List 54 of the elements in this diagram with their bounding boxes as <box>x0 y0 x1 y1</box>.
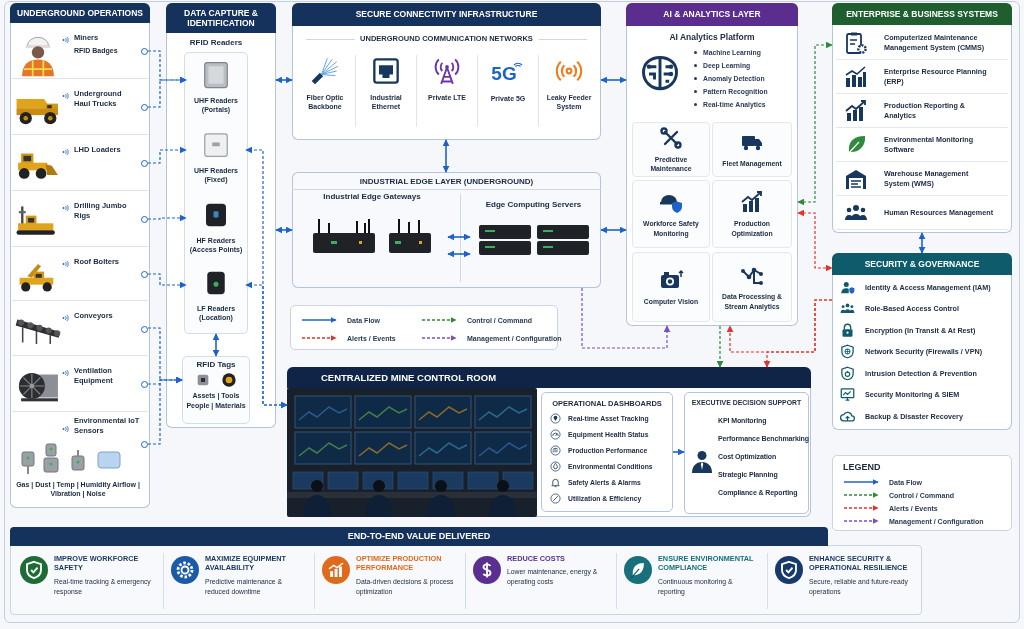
panel-header: CENTRALIZED MINE CONTROL ROOM <box>287 367 811 388</box>
panel-header: SECURITY & GOVERNANCE <box>832 253 1012 275</box>
arrow <box>797 41 833 206</box>
arrow <box>147 146 187 164</box>
panel-header: AI & ANALYTICS LAYER <box>626 3 798 26</box>
band-header: END-TO-END VALUE DELIVERED <box>10 527 828 546</box>
arrow <box>212 333 220 357</box>
capability-tile <box>632 180 710 248</box>
arrow <box>275 226 293 234</box>
panel-header: ENTERPRISE & BUSINESS SYSTEMS <box>832 3 1012 25</box>
capability-tile <box>632 122 710 177</box>
panel-header: SECURE CONNECTIVITY INFRASTRUCTURE <box>292 3 601 26</box>
platform-title: AI Analytics Platform <box>668 32 756 42</box>
arrow <box>716 325 724 368</box>
dashboard-card <box>541 392 673 512</box>
arrow <box>672 448 685 456</box>
capability-tile <box>712 180 792 248</box>
arrow <box>447 233 471 241</box>
layer-panel <box>832 3 1012 233</box>
arrow <box>147 76 187 108</box>
layer-panel <box>292 172 601 288</box>
capability-tile <box>712 252 792 322</box>
layer-panel <box>832 253 1012 430</box>
network-glyph: 5G <box>491 64 517 83</box>
arrow <box>245 281 288 409</box>
arrow <box>147 376 183 445</box>
group-heading: RFID Readers <box>188 38 244 47</box>
group-heading: RFID Tags <box>196 360 236 369</box>
arrow <box>581 287 671 349</box>
tag-card <box>182 356 250 424</box>
arrow <box>726 299 833 353</box>
arrow <box>147 214 187 222</box>
layer-panel <box>10 3 150 508</box>
panel-heading: INDUSTRIAL EDGE LAYER (UNDERGROUND) <box>358 177 535 186</box>
panel-header: UNDERGROUND OPERATIONS <box>10 3 150 23</box>
arrow <box>600 76 627 84</box>
arrow <box>447 250 471 258</box>
arrow <box>442 139 450 173</box>
capability-tile <box>712 122 792 177</box>
arrow <box>275 76 293 84</box>
arrow <box>147 273 187 289</box>
control-room-panel <box>287 367 811 517</box>
arrow <box>600 226 627 234</box>
layer-panel <box>166 3 276 428</box>
legend-title: LEGEND <box>843 462 881 472</box>
panel-header: DATA CAPTURE & IDENTIFICATION <box>166 3 276 33</box>
layer-panel <box>292 3 601 140</box>
group-heading: Industrial Edge Gateways <box>323 192 421 201</box>
arrow <box>797 209 833 272</box>
decision-support-card <box>684 392 809 514</box>
group-heading: Edge Computing Servers <box>485 200 582 209</box>
capability-tile <box>632 252 710 322</box>
layer-panel <box>626 3 798 326</box>
arrow <box>918 232 926 254</box>
